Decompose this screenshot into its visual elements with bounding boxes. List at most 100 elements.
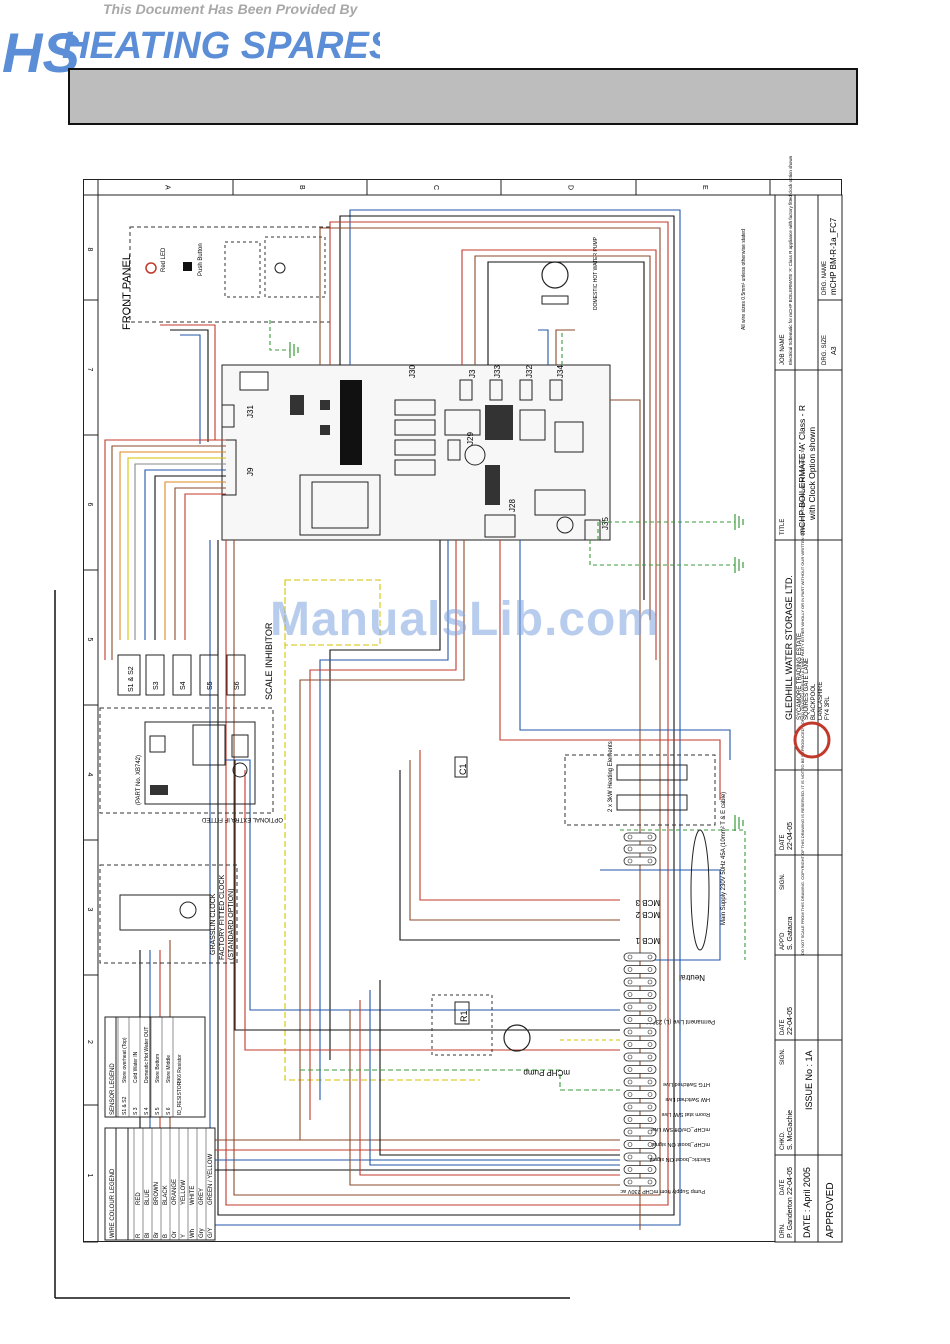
title-block: DRN. P. Ganderton DATE 22-04-05 DATE : A… <box>774 155 843 1243</box>
control-pcb <box>221 364 611 541</box>
mcb2-label: MCB 2 <box>635 910 660 919</box>
sensor-code-3: S 5 <box>155 1107 161 1115</box>
date-main: DATE : April 2005 <box>802 1167 812 1238</box>
job-name: Electrical Schematic for mCHP BOILERMATE… <box>788 155 793 365</box>
connector-j9: J9 <box>246 467 255 476</box>
wire-colour-0: RED <box>136 1192 142 1205</box>
drg-size: A3 <box>831 346 838 355</box>
sensor-s6: S6 <box>234 681 241 690</box>
sensor-desc-0: Store overheat (Top) <box>122 1037 128 1083</box>
r1-label: R1 <box>459 1010 469 1022</box>
date2: 22-04-05 <box>787 1007 794 1035</box>
wire-code-5: Y <box>181 1234 187 1238</box>
mchp-pump-label: mCHP Pump <box>523 1068 570 1077</box>
factory-clock-label: FACTORY FITTED CLOCK <box>219 874 226 960</box>
connector-j31: J31 <box>246 405 255 418</box>
chkd-label: CHKD. <box>780 1131 786 1150</box>
heating-elements-label: 2 x 3kW Heating Elements <box>608 741 614 812</box>
grid-row-8: 8 <box>86 248 93 252</box>
wire-colour-8: GREEN / YELLOW <box>208 1153 214 1205</box>
wire-code-0: R <box>136 1233 142 1238</box>
disclaimer: DO NOT SCALE FROM THIS DRAWING. COPYRIGH… <box>800 448 805 955</box>
scale-inhibitor-label: SCALE INHIBITOR <box>264 622 274 700</box>
wire-size-note: All wire sizes 0.5mm² unless otherwise s… <box>741 229 747 330</box>
dhw-pump-icon <box>541 261 569 289</box>
grasslin-clock-label: GRASSLIN CLOCK <box>210 893 217 955</box>
wire-colour-1: BLUE <box>145 1189 151 1205</box>
appd-name: S. Gatacra <box>787 916 794 950</box>
grid-column-D: D <box>567 185 574 190</box>
appd-label: APP'D <box>780 932 786 950</box>
sensor-desc-2: Domestic Hot Water OUT <box>144 1027 150 1084</box>
wire-code-7: Gry <box>199 1228 205 1238</box>
grid-column-A: A <box>164 185 171 190</box>
mcb1-label: MCB 1 <box>635 936 660 945</box>
connector-j34: J34 <box>556 365 565 378</box>
terminal-strip <box>623 832 657 1187</box>
chkd-name: S. McGachie <box>787 1110 794 1150</box>
job-name-label: JOB NAME <box>780 334 786 365</box>
wire-code-6: Wh <box>190 1229 196 1238</box>
wire-code-8: G/Y <box>208 1228 214 1238</box>
grid-row-2: 2 <box>86 1040 93 1044</box>
connector-j35: J35 <box>601 517 610 530</box>
drg-name-label: DRG. NAME <box>822 261 828 295</box>
terminal-label-3: mCHP_On/Off S/W Live <box>651 1126 710 1132</box>
mchp-pump-icon <box>503 1024 531 1052</box>
sensor-code-4: S 6 <box>166 1107 172 1115</box>
sensor-s4: S4 <box>180 681 187 690</box>
grid-row-6: 6 <box>86 503 93 507</box>
title-label: TITLE <box>780 519 786 535</box>
drn-label: DRN. <box>780 1223 786 1238</box>
wire-code-4: Or <box>172 1231 178 1238</box>
terminal-label-4: mCHP_boost ON signal <box>652 1141 710 1147</box>
address-line-4: FY4 3RL <box>825 696 831 720</box>
connector-j33: J33 <box>493 365 502 378</box>
wire-colour-6: WHITE <box>190 1186 196 1205</box>
terminal-label-1: HW Switched Live <box>665 1096 710 1102</box>
red-led-label: Red LED <box>161 247 167 272</box>
grid-column-C: C <box>432 185 439 190</box>
date-label-1: DATE <box>780 1179 786 1195</box>
sensor-code-1: S 3 <box>133 1107 139 1115</box>
clock-motor-icon <box>179 901 197 919</box>
grid-column-E: E <box>701 185 708 190</box>
sensor-s5: S5 <box>207 681 214 690</box>
optional-extra-label: OPTIONAL EXTRA IF FITTED <box>201 816 283 822</box>
gledhill-logo-icon <box>793 721 831 759</box>
address-line-1: SQUIRES GATE LANE <box>804 658 810 720</box>
terminal-label-5: Electric_boost ON signal <box>650 1156 710 1162</box>
terminal-label-0: HTG Switched Live <box>663 1081 710 1087</box>
permanent-live-label: Permanent Live (L) 230 V ac <box>639 1018 715 1024</box>
column-grid: A B C D E <box>97 179 771 195</box>
title-line-1: mCHP BOILERMATE 'A' Class - R <box>797 405 807 535</box>
wire-colour-3: BLACK <box>163 1185 169 1205</box>
sensor-desc-3: Store Bottom <box>155 1054 161 1083</box>
grid-column-B: B <box>298 185 305 190</box>
wire-code-3: B <box>163 1234 169 1238</box>
address-line-2: BLACKPOOL <box>811 683 817 720</box>
logo-initials: HS <box>2 21 80 84</box>
dhw-pump-label: DOMESTIC HOT WATER PUMP <box>593 236 599 310</box>
sign-label-2: SIGN. <box>780 873 786 890</box>
provider-banner: This Document Has Been Provided By <box>103 1 358 17</box>
drn-name: P. Ganderton <box>787 1197 794 1238</box>
grid-row-3: 3 <box>86 908 93 912</box>
standard-option-label: (STANDARD OPTION) <box>228 889 235 960</box>
sensor-s1-s2: S1 & S2 <box>128 666 135 692</box>
wire-colour-legend: RREDBlBLUEBrBROWNBBLACKOrORANGEYYELLOWWh… <box>104 1127 216 1241</box>
title-bar <box>68 68 858 125</box>
sensor-code-5: ID_RESISTOR <box>177 1081 183 1115</box>
wire-colour-5: YELLOW <box>181 1180 187 1205</box>
sensor-code-2: S 4 <box>144 1107 150 1115</box>
grid-row-5: 5 <box>86 638 93 642</box>
wire-colour-7: GREY <box>199 1188 205 1205</box>
push-button-label: Push Button <box>198 243 204 276</box>
manualslib-watermark: ManualsLib.com <box>270 593 661 646</box>
sensor-desc-1: Cold Water IN <box>133 1051 139 1083</box>
wire-colour-4: ORANGE <box>172 1179 178 1205</box>
address-line-0: SYCAMORE TRADING ESTATE <box>797 633 803 720</box>
sensor-desc-5: 8K6 Resistor <box>177 1054 183 1083</box>
push-button-icon <box>183 262 192 271</box>
